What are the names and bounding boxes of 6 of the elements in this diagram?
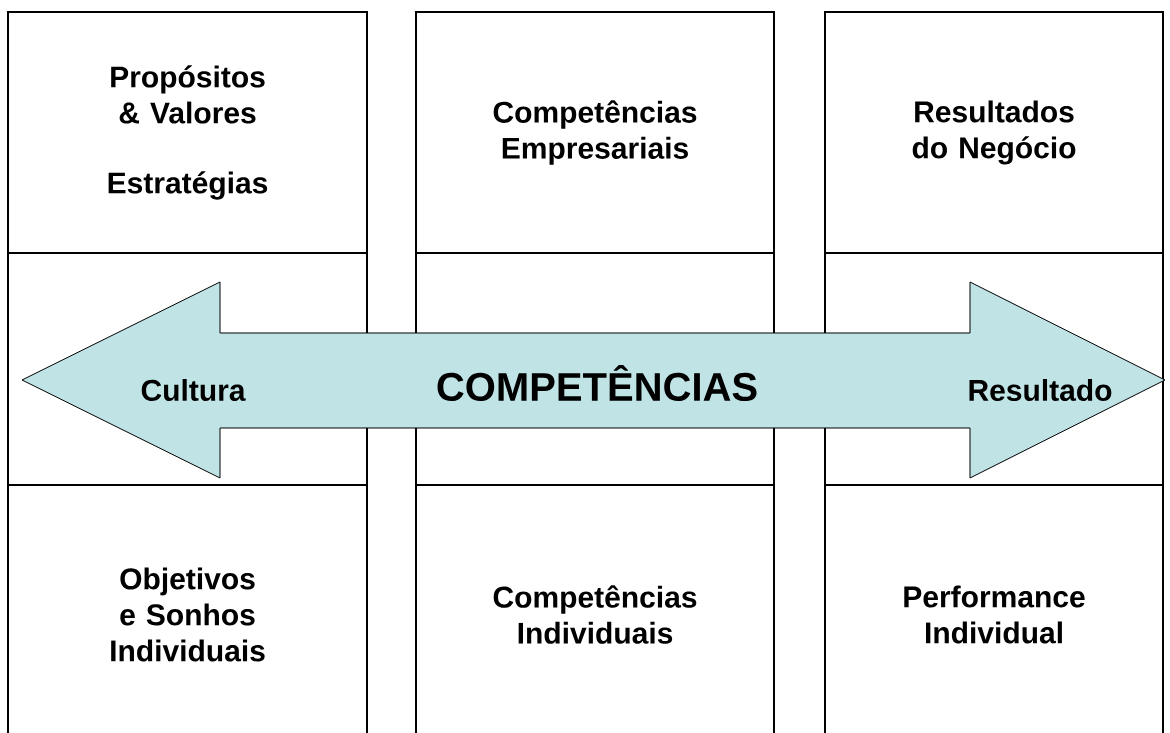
text-cell: Resultados do Negócio — [824, 11, 1164, 254]
text-cell: Performance Individual — [824, 484, 1164, 733]
text-cell: Competências Empresariais — [415, 11, 775, 254]
text-cell: Propósitos & Valores Estratégias — [7, 11, 368, 254]
text-cell: Competências Individuais — [415, 484, 775, 733]
text-cell: Objetivos e Sonhos Individuais — [7, 484, 368, 733]
